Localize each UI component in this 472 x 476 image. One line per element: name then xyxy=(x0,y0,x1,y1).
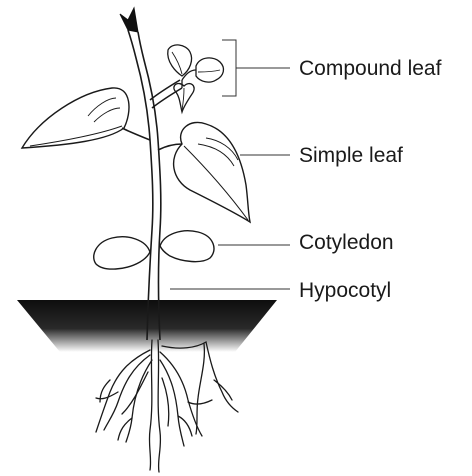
simple-leaf xyxy=(174,122,250,222)
cotyledons xyxy=(94,231,214,269)
stem xyxy=(122,30,182,340)
compound-leaf xyxy=(168,45,224,112)
shoot-tip xyxy=(120,8,138,32)
simple-leaf-label: Simple leaf xyxy=(299,145,403,166)
left-leaf xyxy=(22,88,129,148)
root-system xyxy=(96,340,238,472)
leader-lines xyxy=(170,40,290,289)
cotyledon-label: Cotyledon xyxy=(299,232,394,253)
hypocotyl-label: Hypocotyl xyxy=(299,280,391,301)
compound-leaf-label: Compound leaf xyxy=(299,58,441,79)
